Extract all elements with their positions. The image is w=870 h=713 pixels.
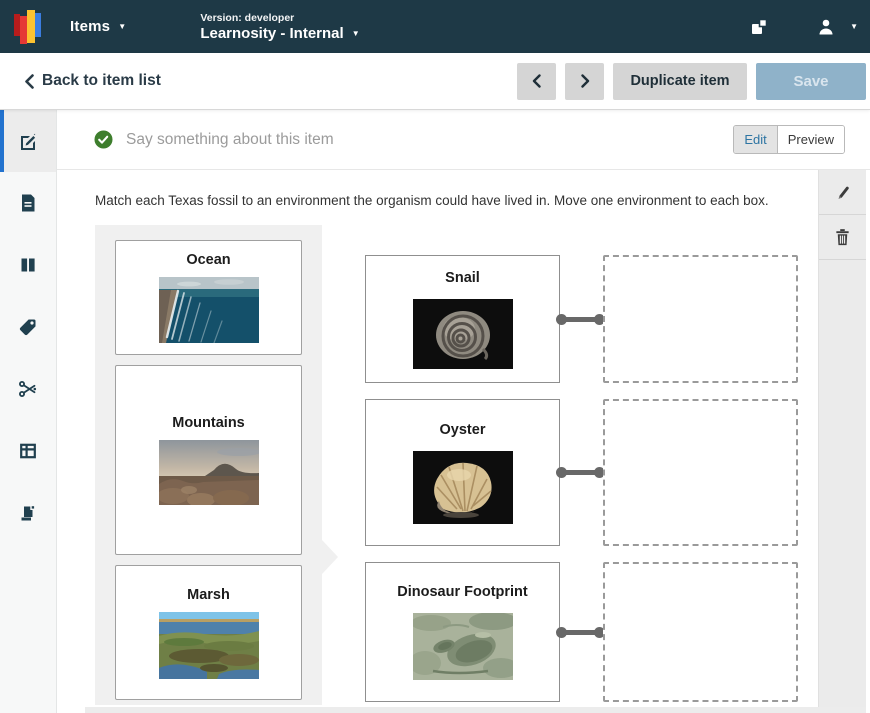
duplicate-item-button[interactable]: Duplicate item: [613, 62, 747, 100]
match-row-dinosaur-footprint: Dinosaur Footprint: [365, 562, 798, 702]
delete-question-button[interactable]: [819, 215, 866, 260]
back-to-item-list-link[interactable]: Back to item list: [24, 72, 161, 90]
check-circle-icon: [94, 130, 113, 149]
next-section-edge: [85, 707, 866, 713]
stem-card-snail: Snail: [365, 255, 560, 383]
top-navbar: Items ▼ Version: developer Learnosity - …: [0, 0, 870, 53]
sidebar-item-layout[interactable]: [0, 234, 56, 296]
workspace-name: Learnosity - Internal: [200, 24, 344, 42]
draggable-options-panel: Ocean Mou: [95, 225, 338, 705]
connector-line: [556, 562, 605, 702]
option-label: Mountains: [172, 415, 245, 431]
oyster-fossil-photo: [412, 450, 513, 524]
tab-edit[interactable]: Edit: [734, 126, 777, 153]
columns-icon: [21, 258, 35, 272]
dropzone-snail[interactable]: [603, 255, 798, 383]
panel-arrow-notch: [322, 540, 338, 574]
sidebar-item-details[interactable]: [0, 172, 56, 234]
question-instruction: Match each Texas fossil to an environmen…: [95, 193, 769, 208]
chevron-down-icon: ▼: [850, 22, 858, 31]
sidebar-item-edit[interactable]: [0, 110, 56, 172]
left-sidebar: [0, 110, 57, 713]
item-header: Say something about this item Edit Previ…: [57, 110, 870, 170]
document-icon: [22, 194, 35, 212]
chevron-down-icon: ▼: [351, 28, 360, 38]
sidebar-item-source[interactable]: [0, 358, 56, 420]
edit-item-icon: [21, 133, 36, 150]
connector-line: [556, 255, 605, 383]
grid-icon: [20, 443, 36, 459]
next-item-button[interactable]: [565, 62, 604, 100]
pencil-icon: [838, 186, 849, 199]
dinosaur-footprint-photo: [412, 613, 513, 680]
scroll-icon: [21, 504, 36, 521]
chevron-left-icon: [532, 74, 541, 88]
ocean-photo: [158, 277, 259, 343]
save-button[interactable]: Save: [756, 62, 866, 100]
stem-card-oyster: Oyster: [365, 399, 560, 546]
chevron-left-icon: [25, 73, 34, 89]
edit-question-button[interactable]: [819, 170, 866, 215]
items-menu-label: Items: [70, 18, 111, 35]
sidebar-item-reports[interactable]: [0, 420, 56, 482]
sidebar-item-activities[interactable]: [0, 482, 56, 544]
stem-label: Oyster: [439, 421, 486, 438]
option-label: Ocean: [186, 252, 231, 268]
option-label: Marsh: [187, 586, 230, 603]
back-link-label: Back to item list: [42, 72, 161, 89]
items-menu[interactable]: Items ▼: [70, 18, 126, 35]
connector-line: [556, 399, 605, 546]
workspace-selector[interactable]: Version: developer Learnosity - Internal…: [200, 12, 359, 42]
item-title: Say something about this item: [126, 130, 334, 148]
user-icon: [819, 19, 833, 34]
option-card-mountains[interactable]: Mountains: [115, 365, 302, 555]
stem-label: Dinosaur Footprint: [397, 584, 528, 600]
match-row-snail: Snail: [365, 255, 798, 383]
mountains-photo: [158, 440, 259, 505]
dropzone-oyster[interactable]: [603, 399, 798, 546]
learnosity-logo-icon: [14, 9, 48, 45]
item-toolbar: Back to item list Duplicate item Save: [0, 53, 870, 110]
dropzone-dinosaur-footprint[interactable]: [603, 562, 798, 702]
chevron-down-icon: ▼: [118, 22, 127, 31]
trash-icon: [836, 229, 849, 246]
mode-toggle: Edit Preview: [733, 125, 845, 154]
match-row-oyster: Oyster: [365, 399, 798, 546]
previous-item-button[interactable]: [517, 62, 556, 100]
tab-preview[interactable]: Preview: [776, 126, 844, 153]
sidebar-item-tags[interactable]: [0, 296, 56, 358]
stem-card-dinosaur-footprint: Dinosaur Footprint: [365, 562, 560, 702]
duplicate-window-icon[interactable]: [750, 18, 768, 36]
stem-label: Snail: [445, 269, 480, 286]
option-card-ocean[interactable]: Ocean: [115, 240, 302, 355]
chevron-right-icon: [580, 74, 589, 88]
marsh-photo: [158, 611, 259, 679]
option-card-marsh[interactable]: Marsh: [115, 565, 302, 700]
version-label: Version: developer: [200, 11, 295, 24]
snail-fossil-photo: [412, 298, 513, 369]
scissors-icon: [19, 381, 37, 397]
user-menu[interactable]: ▼: [816, 17, 858, 37]
question-tools-panel: [818, 170, 866, 713]
tag-icon: [19, 319, 36, 336]
